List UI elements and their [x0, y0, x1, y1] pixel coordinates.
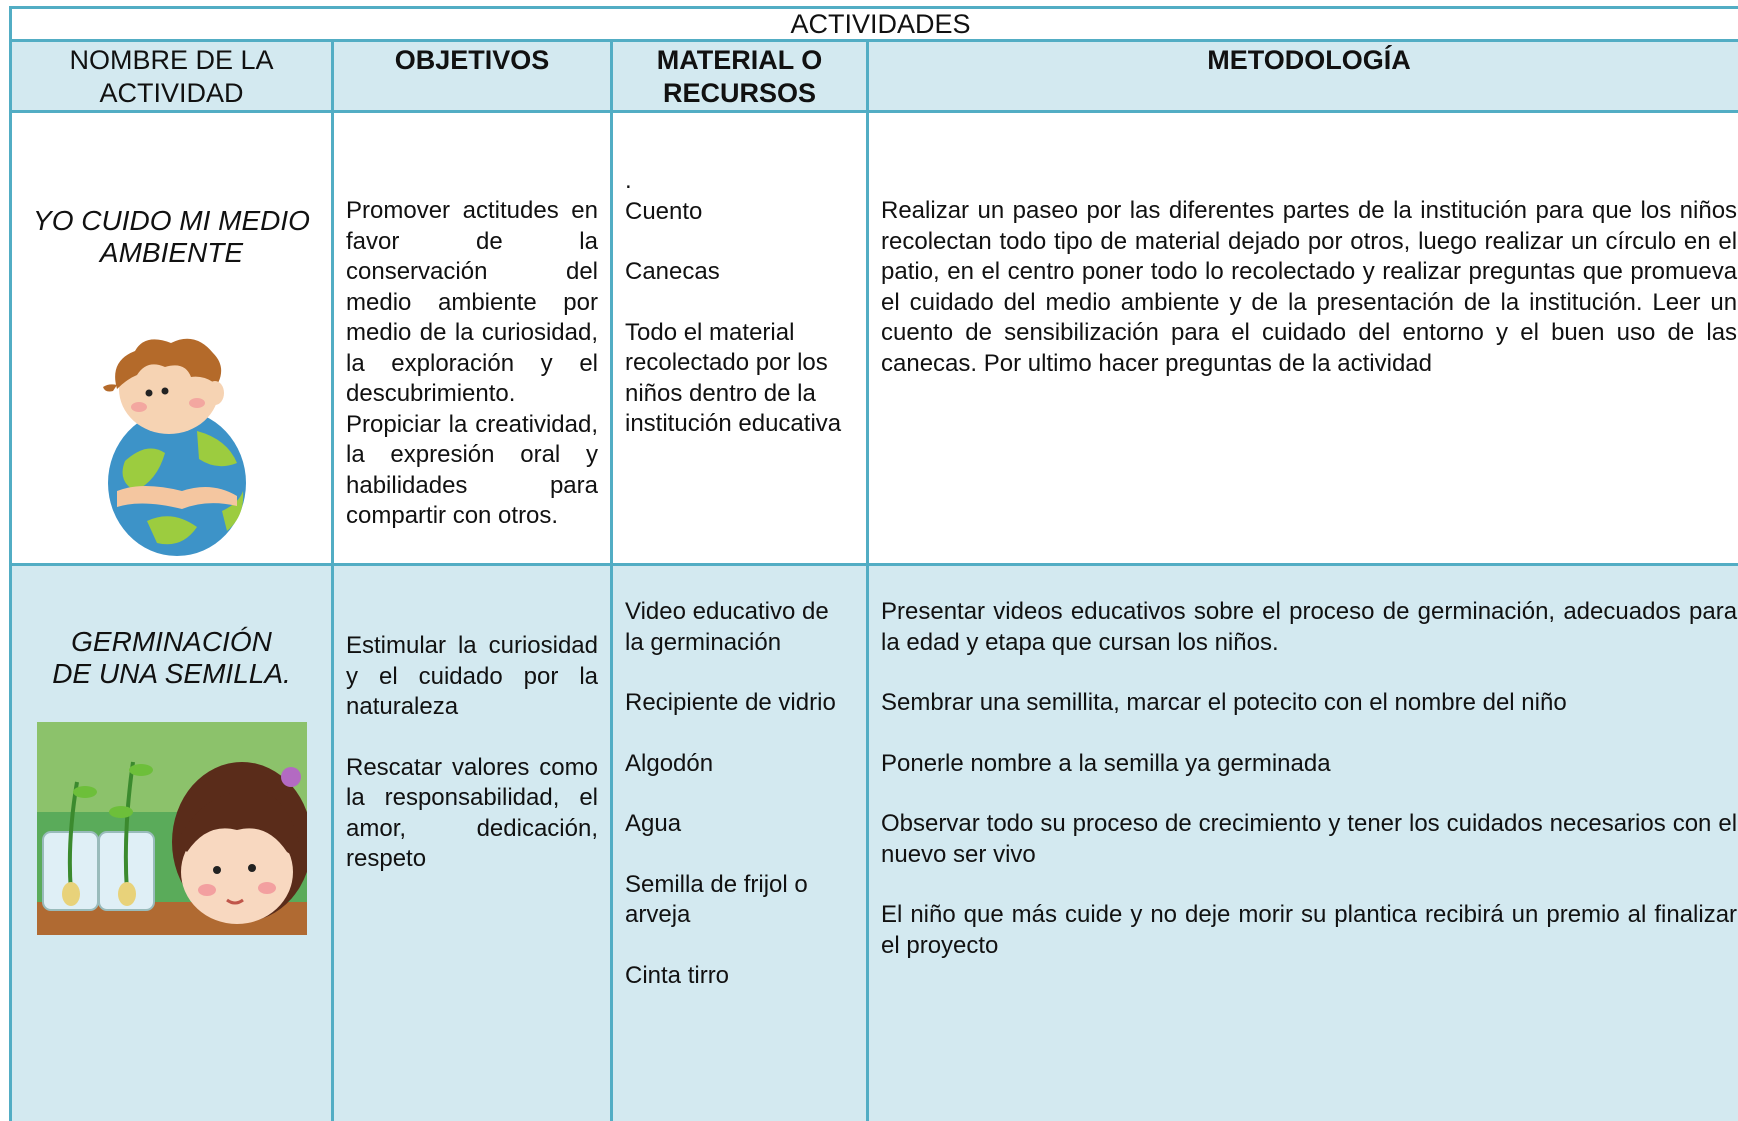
material-item: Cinta tirro	[625, 961, 730, 989]
materials-lead: .	[625, 167, 632, 194]
methodology-text: Presentar videos educativos sobre el pro…	[881, 598, 1738, 656]
methodology-cell: Presentar videos educativos sobre el pro…	[865, 563, 1738, 1121]
header-row: NOMBRE DE LA ACTIVIDAD OBJETIVOS MATERIA…	[9, 39, 1738, 113]
header-nombre: NOMBRE DE LA ACTIVIDAD	[9, 39, 334, 113]
header-objetivos: OBJETIVOS	[331, 39, 613, 113]
methodology-cell: Realizar un paseo por las diferentes par…	[865, 110, 1738, 566]
methodology-text: Observar todo su proceso de crecimiento …	[881, 810, 1738, 868]
objective-text: Estimular la curiosidad y el cuidado por…	[346, 632, 598, 720]
activity-name-cell: YO CUIDO MI MEDIO AMBIENTE	[9, 110, 334, 566]
material-item: Video educativo de la germinación	[625, 598, 829, 656]
girl-watching-sprouts-illustration	[36, 722, 307, 935]
objective-text: Propiciar la creatividad, la expresión o…	[346, 410, 598, 530]
objectives-cell: Estimular la curiosidad y el cuidado por…	[331, 563, 613, 1121]
material-item: Cuento	[625, 197, 703, 225]
child-hugging-earth-illustration	[102, 338, 246, 556]
table-row: YO CUIDO MI MEDIO AMBIENTE Promover	[9, 110, 1738, 566]
material-item: Agua	[625, 810, 682, 837]
material-item: Canecas	[625, 258, 720, 285]
objectives-cell: Promover actitudes en favor de la conser…	[331, 110, 613, 566]
activity-name-cell: GERMINACIÓN DE UNA SEMILLA.	[9, 563, 334, 1121]
methodology-text: Sembrar una semillita, marcar el potecit…	[881, 689, 1567, 716]
material-item: Todo el material recolectado por los niñ…	[625, 318, 842, 438]
objective-text: Promover actitudes en favor de la conser…	[346, 197, 598, 407]
table-row: GERMINACIÓN DE UNA SEMILLA.	[9, 563, 1738, 1121]
methodology-text: Realizar un paseo por las diferentes par…	[881, 197, 1738, 377]
methodology-text: Ponerle nombre a la semilla ya germinada	[881, 749, 1331, 777]
activity-name: YO CUIDO MI MEDIO AMBIENTE	[33, 205, 310, 268]
activity-name: GERMINACIÓN DE UNA SEMILLA.	[52, 626, 291, 689]
material-item: Recipiente de vidrio	[625, 689, 836, 716]
header-metodologia: METODOLOGÍA	[865, 39, 1738, 113]
material-item: Semilla de frijol o arveja	[625, 870, 808, 929]
activities-table: ACTIVIDADES NOMBRE DE LA ACTIVIDAD OBJET…	[8, 6, 1738, 1121]
objective-text: Rescatar valores como la responsabilidad…	[346, 753, 598, 873]
header-material: MATERIAL O RECURSOS	[610, 39, 869, 113]
table-title: ACTIVIDADES	[8, 6, 1738, 42]
material-item: Algodón	[625, 749, 714, 777]
materials-cell: . Cuento Canecas Todo el material recole…	[610, 110, 869, 566]
materials-cell: Video educativo de la germinación Recipi…	[610, 563, 869, 1121]
methodology-text: El niño que más cuide y no deje morir su…	[881, 901, 1738, 959]
